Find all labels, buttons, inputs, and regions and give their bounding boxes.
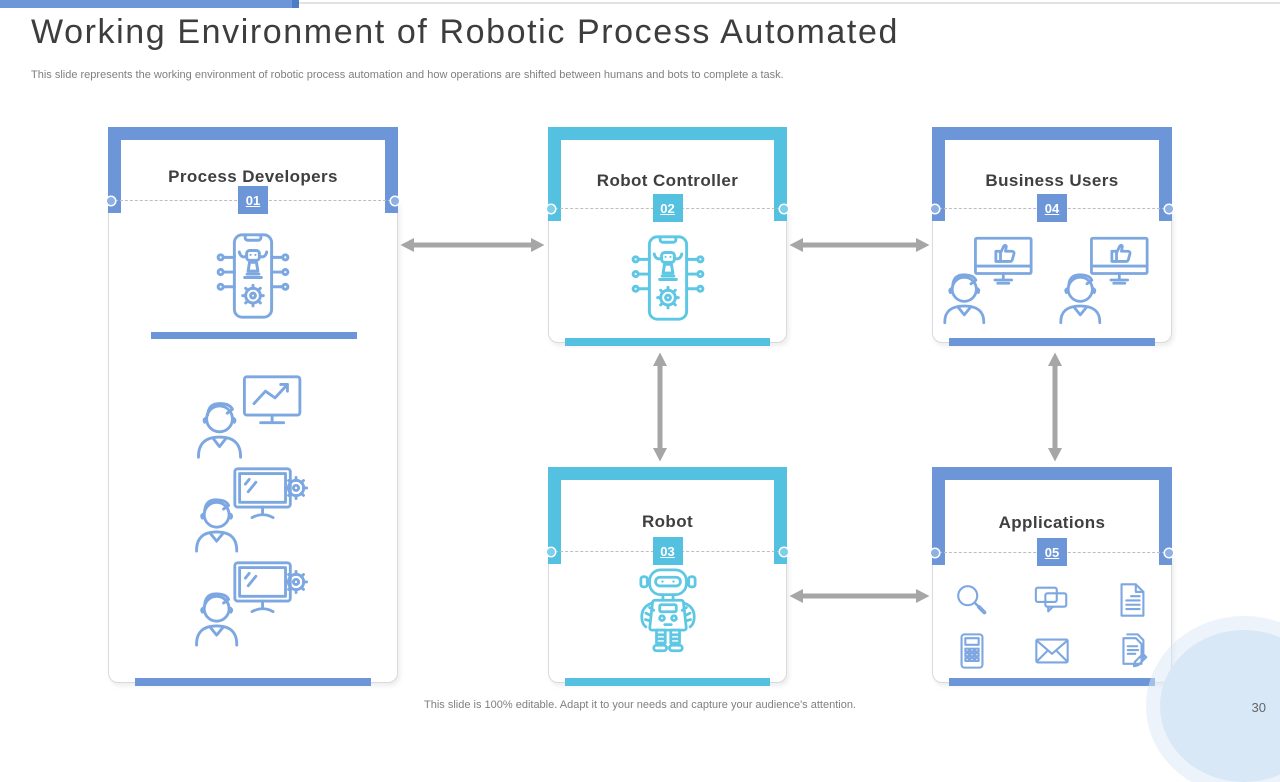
unit-applications: Applications 05 — [931, 467, 1173, 686]
accent-underbar — [565, 338, 770, 346]
connector-dot — [547, 547, 555, 556]
accent-underbar — [565, 678, 770, 686]
chat-icon — [1034, 586, 1068, 613]
arrow-robot-applications — [789, 589, 930, 603]
unit-robot: Robot 03 — [547, 467, 788, 686]
arrow-process-developers-robot-controller — [400, 238, 545, 252]
step-number-badge: 03 — [652, 537, 683, 565]
top-divider-rule — [0, 2, 1280, 4]
top-accent-bar — [0, 0, 292, 8]
top-accent-bar-tip — [292, 0, 299, 8]
unit-business-users: Business Users 04 — [931, 127, 1173, 346]
connector-dot — [391, 196, 399, 205]
arrow-robot-controller-business-users — [789, 238, 930, 252]
unit-body — [548, 208, 787, 346]
developer-monitor-gear-icon — [195, 561, 308, 647]
step-number-badge: 02 — [652, 194, 683, 222]
unit-title: Business Users — [985, 170, 1119, 190]
connector-dot — [931, 548, 939, 557]
calculator-icon — [960, 633, 984, 669]
slide-subtitle: This slide represents the working enviro… — [31, 69, 784, 81]
arrow-robot-controller-robot — [653, 352, 667, 462]
unit-header: Process Developers — [108, 127, 398, 213]
unit-body — [548, 551, 787, 686]
page-number: 30 — [1251, 700, 1266, 715]
unit-process-developers: Process Developers 01 — [107, 127, 399, 686]
connector-dot — [1165, 548, 1173, 557]
unit-robot-controller: Robot Controller 02 — [547, 127, 788, 346]
accent-underbar — [949, 338, 1155, 346]
unit-title: Robot — [641, 512, 694, 531]
unit-title: Process Developers — [168, 166, 338, 186]
connector-dot — [1165, 204, 1173, 213]
robot-icon — [638, 568, 697, 653]
unit-title: Robot Controller — [596, 170, 739, 190]
unit-body — [108, 200, 398, 686]
connector-dot — [780, 204, 788, 213]
developer-monitor-gear-icon — [195, 467, 308, 553]
step-number-badge: 04 — [1037, 194, 1067, 222]
analyst-monitor-icon — [197, 375, 302, 459]
connector-dot — [547, 204, 555, 213]
divider-bar — [151, 332, 357, 339]
step-number-badge: 01 — [238, 186, 268, 214]
rpa-phone-bot-icon — [631, 235, 704, 321]
unit-body — [932, 208, 1172, 346]
connector-dot — [931, 204, 939, 213]
arrow-business-users-applications — [1048, 352, 1062, 462]
slide-footer-note: This slide is 100% editable. Adapt it to… — [424, 699, 856, 711]
search-icon — [957, 585, 987, 615]
slide-title: Working Environment of Robotic Process A… — [31, 13, 899, 51]
unit-title: Applications — [998, 512, 1106, 532]
document-icon — [1120, 583, 1145, 617]
connector-dot — [780, 547, 788, 556]
user-monitor-thumbsup-icon — [943, 236, 1033, 325]
accent-underbar — [949, 678, 1155, 686]
accent-underbar — [135, 678, 371, 686]
unit-body — [932, 552, 1172, 686]
connector-dot — [107, 196, 115, 205]
rpa-phone-bot-icon — [216, 233, 290, 319]
step-number-badge: 05 — [1037, 538, 1067, 566]
document-edit-icon — [1122, 633, 1148, 668]
mail-icon — [1035, 638, 1069, 664]
user-monitor-thumbsup-icon — [1059, 236, 1149, 325]
